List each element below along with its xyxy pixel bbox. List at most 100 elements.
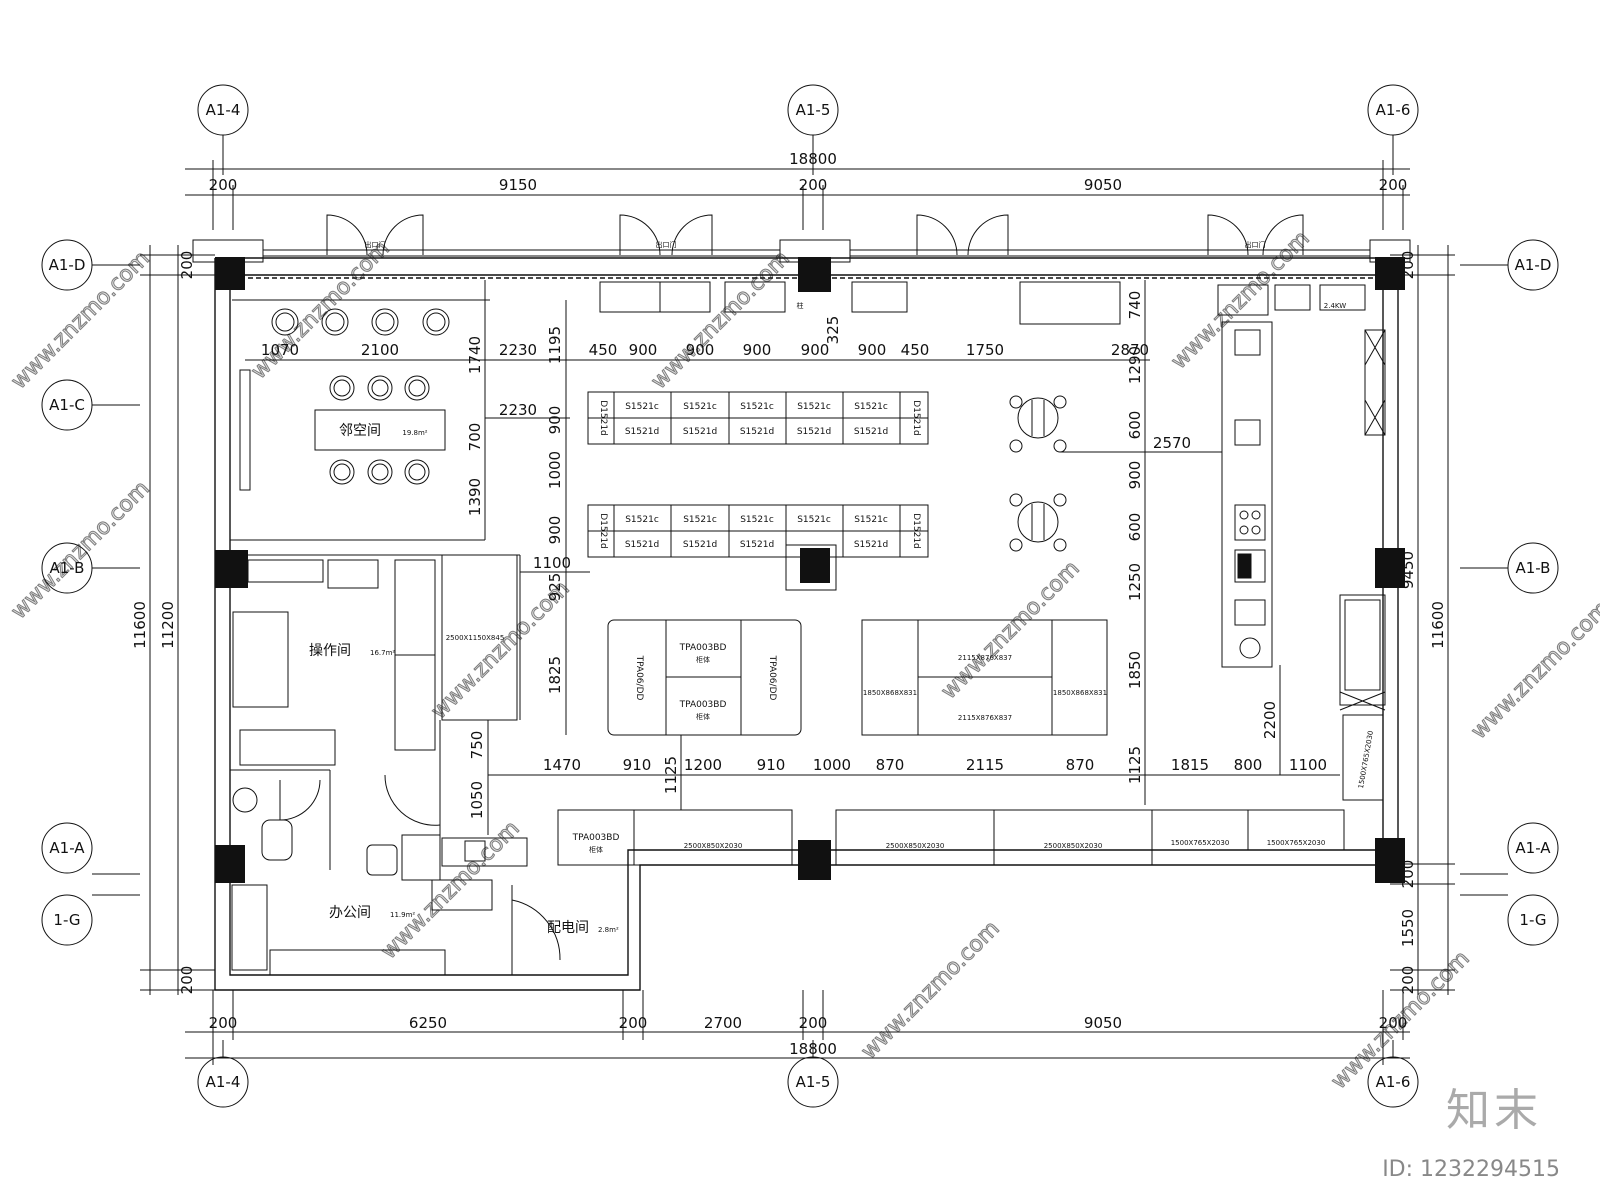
shelf-label: S1521c bbox=[797, 515, 831, 525]
column bbox=[1375, 548, 1405, 588]
dim-label: 200 bbox=[209, 176, 238, 194]
shelf-label: S1521d bbox=[625, 427, 659, 437]
dim-label: 800 bbox=[1234, 756, 1263, 774]
grid-label: A1-5 bbox=[796, 1073, 831, 1091]
grid-bubbles-bottom: A1-4 A1-5 A1-6 bbox=[197, 1040, 1419, 1108]
dim-label: 9050 bbox=[1084, 1014, 1122, 1032]
dim-label: 1550 bbox=[1399, 909, 1417, 947]
grid-bubble bbox=[1507, 822, 1559, 874]
image-id: ID: 1232294515 bbox=[1382, 1157, 1560, 1182]
dim-label: 700 bbox=[466, 423, 484, 452]
meeting-room: 邻空间 19.8m² bbox=[230, 280, 490, 541]
dim-label: 2570 bbox=[1153, 434, 1191, 452]
right-counters: 2.4KW 1500X765X2030 bbox=[1217, 284, 1386, 801]
shelf-label: D1521d bbox=[598, 513, 608, 549]
grid-label: A1-A bbox=[1515, 839, 1551, 857]
dim-label: 900 bbox=[686, 341, 715, 359]
dim-label: 200 bbox=[799, 176, 828, 194]
shelf-label: S1521d bbox=[797, 427, 831, 437]
island-size: 1850X868X831 bbox=[863, 689, 917, 697]
column bbox=[215, 845, 245, 883]
dim-label: 1050 bbox=[468, 781, 486, 819]
dim-label: 2100 bbox=[361, 341, 399, 359]
dim-label: 600 bbox=[1126, 513, 1144, 542]
shelf-vertical-dims: 1195 900 1000 900 925 1825 1100 bbox=[520, 300, 590, 735]
grid-bubble bbox=[41, 894, 93, 946]
dim-label: 740 bbox=[1126, 291, 1144, 320]
shelf-label: S1521d bbox=[740, 427, 774, 437]
column bbox=[800, 548, 830, 583]
watermark: www.znzmo.com bbox=[937, 556, 1085, 704]
dim-label: 1100 bbox=[1289, 756, 1327, 774]
dim-label: 1740 bbox=[466, 336, 484, 374]
grid-label: A1-6 bbox=[1376, 1073, 1411, 1091]
shelf-label: S1521c bbox=[683, 402, 717, 412]
grid-bubbles-top: A1-4 A1-5 A1-6 bbox=[197, 84, 1419, 175]
watermark: www.znzmo.com bbox=[1467, 596, 1600, 744]
grid-label: A1-4 bbox=[206, 101, 241, 119]
operation-room: 2500X1150X845 操作间 16.7m² 750 1050 bbox=[230, 554, 521, 860]
dim-label: 925 bbox=[546, 573, 564, 602]
grid-label: A1-C bbox=[49, 396, 85, 414]
room-area-office: 11.9m² bbox=[390, 911, 415, 919]
right-vertical-dims: 740 1290 600 900 600 1250 1850 1125 2200 bbox=[1126, 280, 1281, 805]
entrance-doors: 出口门 出口门 出口门 bbox=[326, 214, 1304, 256]
dim-label: 1290 bbox=[1126, 346, 1144, 384]
dim-label: 200 bbox=[1399, 966, 1417, 995]
dim-label: 6250 bbox=[409, 1014, 447, 1032]
dim-label: 1850 bbox=[1126, 651, 1144, 689]
shelf-label: S1521c bbox=[625, 515, 659, 525]
shelf-label: TPA06/DD bbox=[767, 655, 777, 701]
dim-label: 325 bbox=[824, 316, 842, 345]
door-label: 出口门 bbox=[1245, 240, 1266, 249]
door-label: 出口门 bbox=[656, 240, 677, 249]
dim-label: 910 bbox=[757, 756, 786, 774]
meeting-vertical-dims: 1740 700 1390 bbox=[466, 300, 486, 540]
dim-label: 9050 bbox=[1084, 176, 1122, 194]
column bbox=[1375, 257, 1405, 290]
dim-label: 1250 bbox=[1126, 563, 1144, 601]
cafe-tables: 2570 bbox=[1009, 395, 1222, 552]
top-dimensions: 18800 200 9150 200 9050 200 bbox=[185, 150, 1410, 230]
power-label: 2.4KW bbox=[1324, 302, 1346, 310]
shelf-label: D1521d bbox=[911, 513, 921, 549]
watermark: www.znzmo.com bbox=[1167, 226, 1315, 374]
shelf-label: S1521c bbox=[625, 402, 659, 412]
shelf-label: D1521d bbox=[598, 400, 608, 436]
room-name-office: 办公间 bbox=[329, 905, 371, 921]
dim-label: 900 bbox=[743, 341, 772, 359]
bottom-row-dims: 1470 910 1200 910 1000 870 2115 870 1815… bbox=[488, 735, 1340, 810]
column bbox=[798, 840, 831, 880]
cabinet-size: 2500X1150X845 bbox=[446, 634, 505, 642]
dim-total-right: 11600 bbox=[1429, 601, 1447, 649]
grid-bubble bbox=[1507, 894, 1559, 946]
dim-label: 200 bbox=[1379, 1014, 1408, 1032]
room-area-operation: 16.7m² bbox=[370, 649, 395, 657]
shelf-sublabel: 柜体 bbox=[589, 845, 603, 854]
grid-label: A1-6 bbox=[1376, 101, 1411, 119]
dim-label: 1195 bbox=[546, 326, 564, 364]
dim-label: 1825 bbox=[546, 656, 564, 694]
dim-label: 2200 bbox=[1261, 701, 1279, 739]
dim-label: 870 bbox=[876, 756, 905, 774]
dim-label: 2700 bbox=[704, 1014, 742, 1032]
shelf-label: S1521c bbox=[740, 402, 774, 412]
column bbox=[215, 550, 248, 588]
right-dimensions: 200 9450 200 1550 200 11600 bbox=[1390, 245, 1455, 995]
cabinet-size: 2500X850X2030 bbox=[1044, 842, 1103, 850]
dim-total-bottom: 18800 bbox=[789, 1040, 837, 1058]
facade-strip bbox=[192, 239, 1411, 263]
column bbox=[215, 257, 245, 290]
shelf-label: S1521d bbox=[683, 540, 717, 550]
dim-label: 1125 bbox=[1126, 746, 1144, 784]
brand-logo: 知末 bbox=[1446, 1085, 1542, 1136]
dim-label: 1750 bbox=[966, 341, 1004, 359]
island-cold: 2115X876X837 2115X876X837 1850X868X831 1… bbox=[861, 619, 1108, 736]
shelf-label: TPA06/DD bbox=[634, 655, 644, 701]
dim-label: 1200 bbox=[684, 756, 722, 774]
shelf-label: TPA003BD bbox=[572, 833, 620, 843]
grid-label: A1-B bbox=[50, 559, 85, 577]
shelf-sublabel: 柜体 bbox=[696, 712, 710, 721]
left-dimensions: 11600 11200 200 200 bbox=[131, 245, 215, 995]
